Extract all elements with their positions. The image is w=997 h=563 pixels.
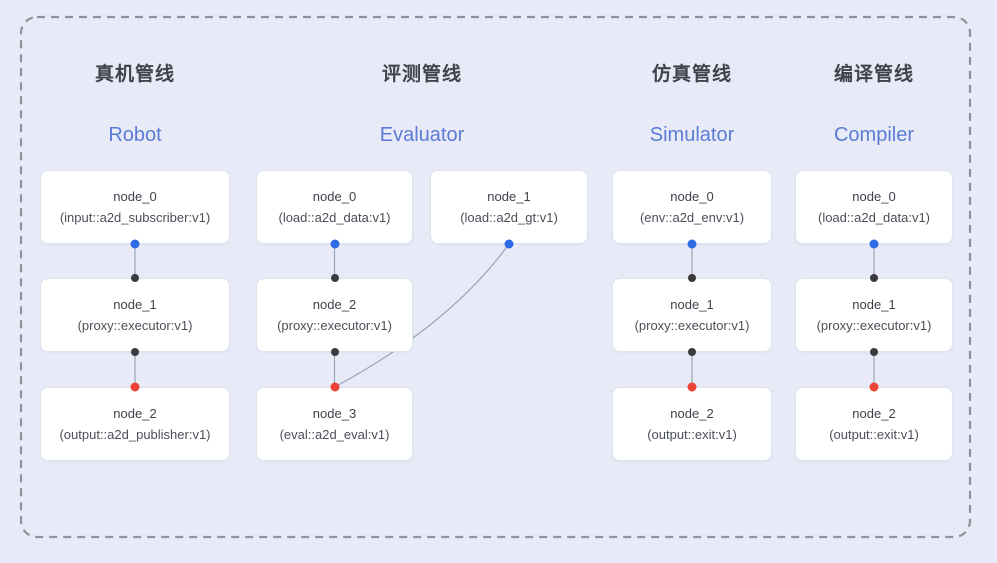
mid-port-dot <box>870 348 878 356</box>
pipeline-title-zh: 编译管线 <box>833 64 914 85</box>
node-type: (proxy::executor:v1) <box>77 318 193 333</box>
node-title: node_1 <box>487 189 531 204</box>
mid-port-dot <box>870 274 878 282</box>
source-port-dot <box>869 239 879 249</box>
node-evaluator-node3: node_3 (eval::a2d_eval:v1) <box>256 387 413 461</box>
node-type: (proxy::executor:v1) <box>634 318 750 333</box>
mid-port-dot <box>330 348 339 356</box>
node-title: node_0 <box>670 189 714 204</box>
node-title: node_0 <box>312 189 357 204</box>
pipeline-title-en: Robot <box>108 124 162 146</box>
mid-port-dot <box>688 274 696 282</box>
node-type: (env::a2d_env:v1) <box>639 210 745 225</box>
node-type: (load::a2d_data:v1) <box>817 210 931 225</box>
node-compiler-node1: node_1 (proxy::executor:v1) <box>795 278 953 352</box>
mid-port-dot <box>330 274 339 282</box>
sink-port-dot <box>687 382 697 392</box>
node-type: (load::a2d_gt:v1) <box>460 210 558 225</box>
node-type: (proxy::executor:v1) <box>816 318 932 333</box>
node-title: node_1 <box>670 297 714 312</box>
pipeline-header-compiler: 编译管线 Compiler <box>774 62 974 149</box>
pipeline-title-zh: 仿真管线 <box>651 64 732 85</box>
node-evaluator-node2: node_2 (proxy::executor:v1) <box>256 278 413 352</box>
sink-port-dot <box>130 382 140 392</box>
node-simulator-node2: node_2 (output::exit:v1) <box>612 387 772 461</box>
node-simulator-node0: node_0 (env::a2d_env:v1) <box>612 170 772 244</box>
pipeline-title-en: Evaluator <box>379 124 465 146</box>
node-type: (output::exit:v1) <box>829 427 919 442</box>
node-evaluator-node1: node_1 (load::a2d_gt:v1) <box>430 170 588 244</box>
node-type: (eval::a2d_eval:v1) <box>279 427 390 442</box>
pipeline-title-en: Compiler <box>833 124 915 146</box>
node-title: node_0 <box>113 189 157 204</box>
node-title: node_1 <box>852 297 896 312</box>
node-title: node_0 <box>852 189 896 204</box>
node-title: node_1 <box>113 297 157 312</box>
pipeline-header-simulator: 仿真管线 Simulator <box>592 62 792 149</box>
sink-port-dot <box>330 382 339 392</box>
pipeline-header-evaluator: 评测管线 Evaluator <box>322 62 522 149</box>
node-simulator-node1: node_1 (proxy::executor:v1) <box>612 278 772 352</box>
node-robot-node1: node_1 (proxy::executor:v1) <box>40 278 230 352</box>
source-port-dot <box>504 239 514 249</box>
pipeline-header-robot: 真机管线 Robot <box>35 62 235 149</box>
node-title: node_2 <box>670 406 714 421</box>
pipeline-title-zh: 评测管线 <box>381 64 462 85</box>
node-type: (proxy::executor:v1) <box>277 318 392 333</box>
node-title: node_2 <box>312 297 357 312</box>
mid-port-dot <box>131 348 139 356</box>
node-title: node_3 <box>312 406 357 421</box>
source-port-dot <box>330 239 339 249</box>
pipeline-title-zh: 真机管线 <box>94 64 175 85</box>
mid-port-dot <box>131 274 139 282</box>
node-type: (input::a2d_subscriber:v1) <box>59 210 211 225</box>
edge-evaluator-1-3-curve <box>334 243 510 388</box>
node-type: (load::a2d_data:v1) <box>278 210 391 225</box>
source-port-dot <box>130 239 140 249</box>
node-compiler-node0: node_0 (load::a2d_data:v1) <box>795 170 953 244</box>
node-robot-node0: node_0 (input::a2d_subscriber:v1) <box>40 170 230 244</box>
mid-port-dot <box>688 348 696 356</box>
source-port-dot <box>687 239 697 249</box>
node-title: node_2 <box>113 406 157 421</box>
node-robot-node2: node_2 (output::a2d_publisher:v1) <box>40 387 230 461</box>
sink-port-dot <box>869 382 879 392</box>
node-evaluator-node0: node_0 (load::a2d_data:v1) <box>256 170 413 244</box>
node-compiler-node2: node_2 (output::exit:v1) <box>795 387 953 461</box>
pipeline-title-en: Simulator <box>649 124 735 146</box>
node-type: (output::exit:v1) <box>647 427 737 442</box>
node-type: (output::a2d_publisher:v1) <box>59 427 211 442</box>
node-title: node_2 <box>852 406 896 421</box>
